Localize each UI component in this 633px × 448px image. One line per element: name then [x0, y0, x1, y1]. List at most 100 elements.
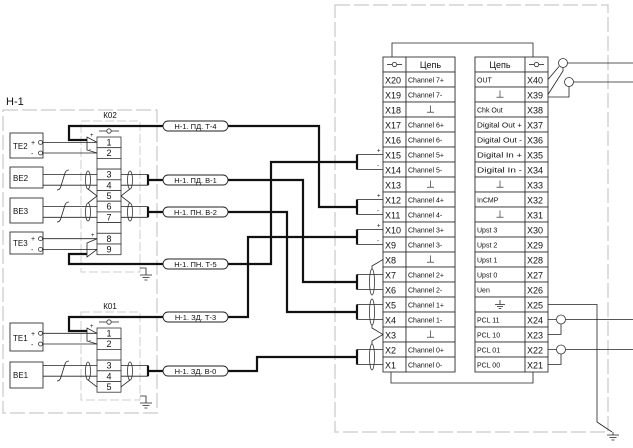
terminal-row: X40 OUT [474, 71, 549, 88]
terminal-row: X25 [474, 296, 549, 313]
pin-label: X40 [527, 76, 543, 86]
shield-icon [369, 343, 375, 371]
pin-label: X19 [385, 91, 401, 101]
pin-label: X37 [527, 121, 543, 131]
circuit-label: Upst 0 [477, 273, 497, 280]
pin-label: X35 [527, 151, 543, 161]
circuit-label: Digital In + [477, 153, 522, 160]
shielded-cable-icon [558, 58, 568, 68]
device-name: ВЕ2 [13, 174, 29, 183]
terminal-cell: 9 [96, 243, 122, 256]
pin-minus: - [31, 247, 34, 254]
polarity-plus: + [91, 233, 95, 239]
pin-label: X39 [527, 91, 543, 101]
terminal-row: X8⊥ [382, 251, 456, 268]
circuit-label: Channel 7- [408, 93, 443, 100]
terminal-row: X37 Digital Out + [474, 116, 549, 133]
circuit-label: Upst 1 [477, 258, 497, 265]
circuit-label: Upst 2 [477, 243, 497, 250]
wire-b0 [228, 355, 357, 373]
output-x25-ground [548, 304, 619, 441]
pin-label: X15 [385, 151, 401, 161]
wire-b1-left [146, 174, 163, 186]
terminal-row: X35 Digital In + [474, 146, 549, 163]
output-x40-x39 [547, 58, 633, 98]
shield-icon [85, 202, 91, 222]
shield-drain-wires [87, 188, 131, 204]
wire-t3-left [67, 315, 163, 333]
terminal-number: 8 [106, 234, 111, 244]
cable-label: Н-1. ЗД. Т-3 [162, 311, 229, 323]
pin-label: X32 [527, 196, 543, 206]
pin-label: X23 [527, 331, 543, 341]
circuit-label: Channel 2- [408, 288, 443, 295]
cable-labels: Н-1. ПД. Т-4Н-1. ПД. В-1Н-1. ПН. В-2Н-1.… [162, 120, 229, 377]
pin-label: X36 [527, 136, 543, 146]
terminal-icon [387, 61, 402, 68]
shielded-cable-icon [556, 314, 566, 325]
terminal-number: 6 [106, 202, 111, 212]
terminal-row: X3⊥ [382, 326, 456, 343]
pin-label: X25 [527, 301, 543, 311]
pin-label: X33 [527, 181, 543, 191]
device-name: ТЕ1 [13, 334, 28, 343]
terminal-row: X7 Channel 2+ [382, 266, 456, 283]
circuit-label: ⊥ [426, 330, 435, 341]
terminal-cell: 3 [96, 168, 122, 181]
terminal-number: 5 [106, 191, 111, 201]
shield-drain-wires [87, 379, 131, 388]
pin-minus: - [31, 342, 34, 349]
right-table-header: Цепь [474, 56, 549, 73]
device-te1: ТЕ1 + - + - [9, 322, 98, 352]
terminal-cell [96, 348, 122, 361]
pin-label: X9 [385, 241, 396, 251]
circuit-label: Digital Out + [477, 123, 522, 130]
terminal-cell: 7 [96, 211, 122, 223]
terminal-number: 3 [106, 170, 111, 180]
terminal-cell: 3 [96, 359, 122, 372]
wire-t4-left [67, 124, 163, 142]
circuit-label: Channel 2+ [408, 273, 444, 280]
shield-drain-wire [371, 259, 384, 269]
strip-k02-label: К02 [103, 111, 117, 120]
pin-label: X11 [385, 211, 400, 221]
circuit-label: Channel 6- [408, 138, 443, 145]
pin-label: X29 [527, 241, 543, 251]
circuit-label: Channel 3+ [408, 228, 444, 235]
wire-t5 [228, 160, 357, 266]
circuit-label: OUT [477, 78, 493, 85]
terminal-number: 7 [106, 212, 111, 222]
terminal-row: X19 Channel 7- [382, 86, 456, 103]
terminal-cell: 2 [96, 147, 122, 159]
terminal-row: X29 Upst 2 [474, 236, 549, 253]
cable-label-text: Н-1. ПД. В-1 [174, 176, 217, 185]
pin-label: X7 [385, 271, 396, 281]
terminal-cell: 5 [96, 381, 122, 393]
circuit-label: Channel 4+ [408, 198, 444, 205]
terminal-cell: 5 [96, 190, 122, 202]
circuit-label: Channel 1- [408, 318, 443, 325]
pin-label: X38 [527, 106, 543, 116]
device-be2: ВЕ2 [9, 166, 148, 191]
circuit-label: ⊥ [496, 180, 505, 191]
polarity-plus: + [377, 194, 381, 200]
block-top-bracket [391, 42, 534, 57]
wire-b2-left [146, 206, 163, 218]
cable-label-text: Н-1. ЗД. В-0 [175, 367, 217, 376]
circuit-label: PCL 01 [477, 348, 500, 355]
cable-label: Н-1. ПД. Т-4 [162, 120, 229, 132]
